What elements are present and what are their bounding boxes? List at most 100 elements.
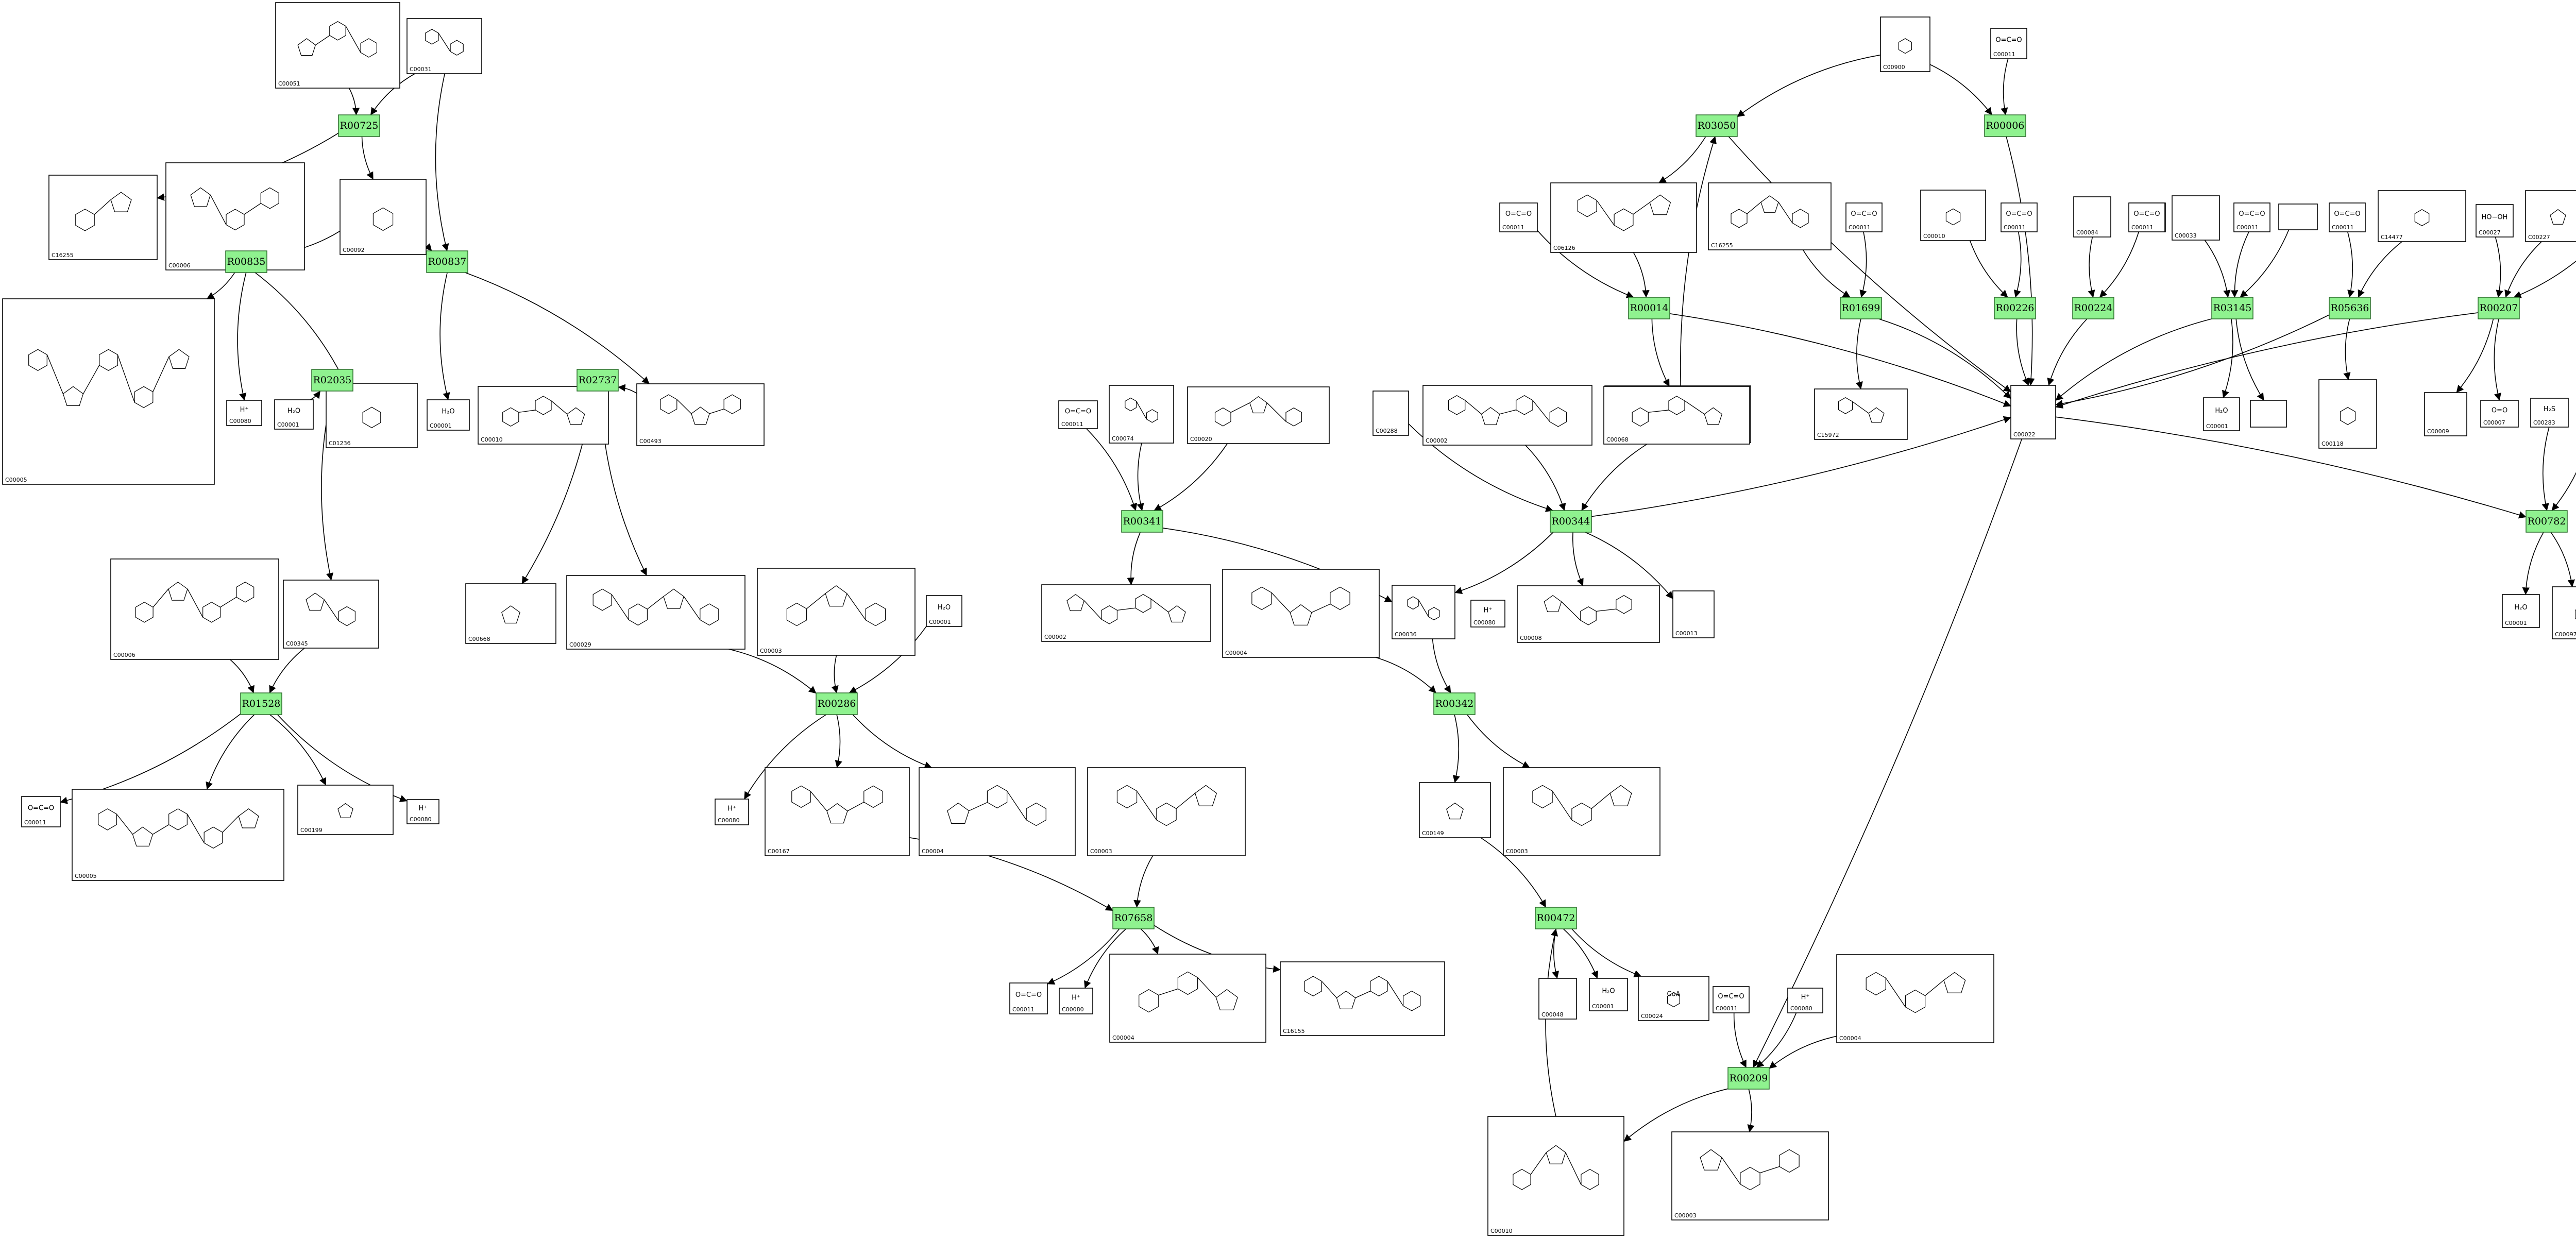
compound-node[interactable]: C16255 [48,175,158,260]
compound-node[interactable]: C00004 [919,767,1076,856]
reaction-node[interactable]: R00209 [1727,1067,1770,1090]
compound-node[interactable]: C00048 [1538,978,1577,1020]
reaction-node[interactable]: R02035 [311,369,353,392]
compound-node[interactable]: C00002 [1422,385,1592,446]
compound-node[interactable]: C00668 [465,583,556,644]
reaction-node[interactable]: R05636 [2329,297,2371,319]
reaction-node[interactable]: R00835 [225,250,267,273]
reaction-node[interactable]: R00782 [2526,510,2568,533]
compound-node[interactable]: C00199 [297,785,394,835]
compound-node[interactable]: C16155 [1280,961,1445,1036]
compound-node[interactable]: H⁺C00080 [406,799,439,824]
reaction-node[interactable]: R00286 [816,692,858,715]
compound-node[interactable]: C00005 [2,298,215,485]
compound-node[interactable]: C00033 [2172,195,2220,241]
reaction-node[interactable]: R00342 [1433,692,1476,715]
compound-node[interactable]: C00097 [2552,586,2576,639]
reaction-node[interactable]: R00207 [2478,297,2520,319]
compound-node[interactable]: C00092 [340,179,427,255]
compound-node[interactable]: C00167 [765,767,910,856]
compound-node[interactable]: C00002 [1041,584,1211,642]
compound-node[interactable]: C00022 [2010,385,2056,439]
compound-node[interactable]: C00020 [1187,386,1330,444]
compound-node[interactable]: C00008 [1517,585,1660,643]
reaction-node[interactable]: R00725 [338,114,380,137]
reaction-node[interactable]: R01528 [240,692,282,715]
reaction-node[interactable]: R07658 [1112,907,1155,929]
compound-node[interactable]: H⁺C00080 [226,400,262,426]
compound-node[interactable]: C00003 [1503,767,1660,856]
compound-node[interactable]: C00288 [1372,391,1409,436]
compound-node[interactable]: C00068 [1603,386,1750,445]
compound-node[interactable]: C00004 [1109,954,1266,1043]
compound-node[interactable]: C00345 [283,580,379,649]
compound-node[interactable]: C00031 [406,18,482,74]
compound-node[interactable]: C00493 [636,383,765,446]
reaction-node[interactable]: R00837 [426,250,468,273]
compound-node[interactable]: C00005 [72,789,284,881]
reaction-node[interactable]: R00224 [2072,297,2114,319]
compound-node[interactable]: C01236 [326,383,418,448]
reaction-node[interactable]: R00344 [1550,510,1592,533]
compound-node[interactable]: C00227 [2525,190,2576,242]
compound-node[interactable]: H⁺C00080 [1470,600,1505,628]
compound-node[interactable]: C00004 [1836,954,1994,1043]
reaction-node[interactable]: R00341 [1121,510,1163,533]
compound-node[interactable]: C00149 [1419,782,1491,838]
compound-node[interactable]: C16255 [1708,182,1832,250]
compound-node[interactable]: C00006 [110,558,279,660]
compound-node[interactable]: C00051 [275,2,400,89]
compound-node[interactable]: C00003 [757,568,916,656]
compound-node[interactable] [2250,400,2287,428]
reaction-node[interactable]: R00006 [1984,114,2026,137]
reaction-node[interactable]: R03050 [1696,114,1738,137]
reaction-node[interactable]: R01699 [1840,297,1882,319]
compound-node[interactable]: C15972 [1814,388,1908,440]
compound-node[interactable]: C14477 [2378,190,2466,242]
compound-node[interactable]: C00013 [1672,590,1715,638]
compound-node[interactable]: C00010 [1920,190,1986,241]
compound-node[interactable]: C00003 [1671,1131,1829,1220]
compound-node[interactable]: C00900 [1880,16,1930,72]
compound-node[interactable]: C00036 [1392,585,1455,639]
reaction-node[interactable]: R03145 [2211,297,2253,319]
compound-node[interactable] [2278,203,2318,230]
compound-node[interactable]: C00010 [1487,1116,1624,1236]
compound-node[interactable]: C00004 [1222,569,1380,658]
compound-node[interactable]: C00029 [566,575,745,650]
compound-node[interactable]: C00084 [2073,196,2111,238]
compound-node[interactable]: H⁺C00080 [1787,988,1823,1013]
compound-node[interactable]: H⁺C00080 [1059,988,1093,1014]
reaction-node[interactable]: R00472 [1535,907,1577,929]
reaction-node[interactable]: R00226 [1994,297,2036,319]
compound-node[interactable]: C00009 [2424,392,2467,436]
compound-node[interactable]: C00118 [2318,379,2377,449]
compound-node[interactable]: C06126 [1550,182,1697,253]
compound-node[interactable]: C00003 [1087,767,1246,856]
compound-node[interactable]: C00074 [1109,385,1174,444]
compound-node[interactable]: H⁺C00080 [715,799,749,825]
reaction-node[interactable]: R02737 [577,369,619,392]
reaction-node[interactable]: R00014 [1628,297,1670,319]
compound-node[interactable]: C00010 [478,386,609,445]
